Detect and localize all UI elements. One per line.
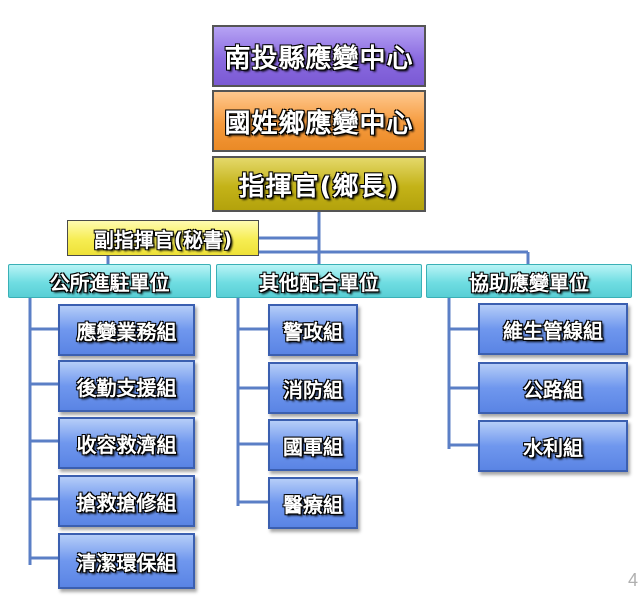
group-box: 消防組 (268, 362, 358, 414)
group-box: 醫療組 (268, 477, 358, 529)
group-box: 清潔環保組 (58, 533, 195, 589)
branch-header-cooperating-units: 其他配合單位 (216, 264, 422, 298)
township-eoc-box: 國姓鄉應變中心 (212, 90, 426, 152)
commander-box: 指揮官(鄉長) (212, 156, 426, 212)
group-box: 警政組 (268, 304, 358, 356)
group-box: 收容救濟組 (58, 417, 195, 469)
group-box: 公路組 (478, 362, 628, 414)
group-box: 搶救搶修組 (58, 475, 195, 527)
county-eoc-box: 南投縣應變中心 (212, 25, 426, 87)
page-number: 4 (627, 570, 638, 590)
group-box: 水利組 (478, 420, 628, 472)
branch-header-office-units: 公所進駐單位 (8, 264, 211, 298)
group-box: 維生管線組 (478, 303, 628, 355)
group-box: 應變業務組 (58, 304, 195, 356)
group-box: 後勤支援組 (58, 360, 195, 412)
group-box: 國軍組 (268, 419, 358, 471)
deputy-commander-box: 副指揮官(秘書) (67, 220, 259, 256)
branch-header-assisting-units: 協助應變單位 (426, 264, 632, 298)
